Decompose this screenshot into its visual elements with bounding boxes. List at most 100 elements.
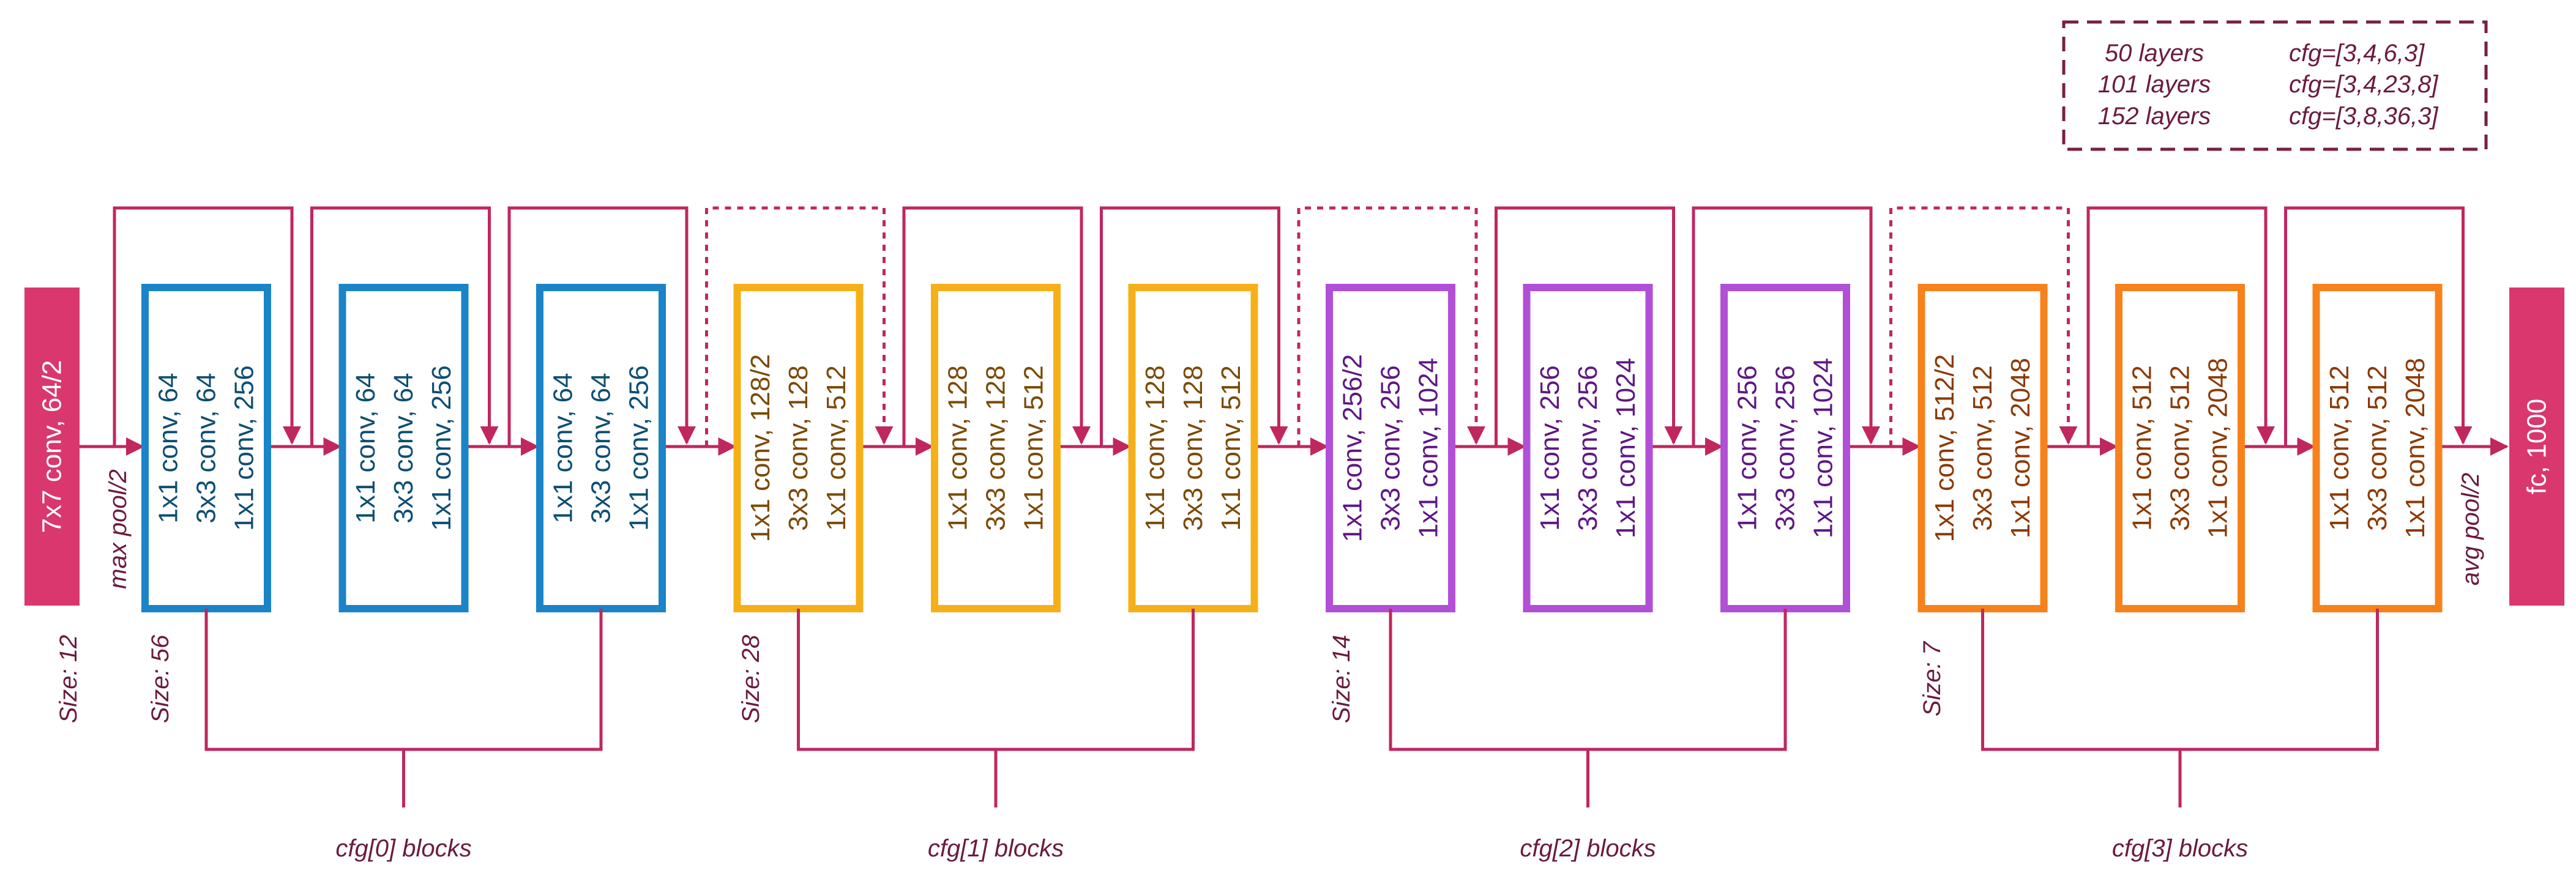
conv-layer-label: 3x3 conv, 512 <box>2165 365 2195 531</box>
conv-layer-label: 1x1 conv, 512/2 <box>1930 354 1960 542</box>
block-group-1: 1x1 conv, 128/2 3x3 conv, 128 1x1 conv, 51… <box>733 284 1258 612</box>
avg-pool-label: avg pool/2 <box>2457 473 2484 586</box>
skip-connection-7 <box>1495 206 1683 447</box>
conv-layer-label: 1x1 conv, 512 <box>1019 365 1049 531</box>
conv-block-border <box>2312 284 2443 612</box>
conv-block-border <box>1326 284 1455 612</box>
block-group-2: 1x1 conv, 256/2 3x3 conv, 256 1x1 conv, 10… <box>1326 284 1850 612</box>
conv-block-1-2: 1x1 conv, 128 3x3 conv, 128 1x1 conv, 512 <box>1128 284 1258 612</box>
conv-block-border <box>1720 284 1850 612</box>
group-braces: cfg[0] blocks cfg[1] blocks cfg[2] blocks c… <box>204 609 2379 862</box>
conv-block-border <box>931 284 1061 612</box>
conv-layer-label: 1x1 conv, 2048 <box>2006 358 2036 538</box>
input-conv-label: 7x7 conv, 64/2 <box>37 360 67 533</box>
skip-connection-0 <box>113 206 301 447</box>
conv-block-border <box>2115 284 2245 612</box>
conv-layer-label: 3x3 conv, 512 <box>1968 365 1998 531</box>
conv-layer-label: 1x1 conv, 2048 <box>2203 358 2233 538</box>
conv-block-0-0: 1x1 conv, 64 3x3 conv, 64 1x1 conv, 256 <box>141 284 271 612</box>
input-conv-rect <box>24 288 80 606</box>
legend: 50 layers cfg=[3,4,6,3] 101 layers cfg=[… <box>2062 20 2488 151</box>
brace-line <box>1981 609 2379 807</box>
legend-row-0-layers: 50 layers <box>2105 40 2204 67</box>
conv-block-2-0: 1x1 conv, 256/2 3x3 conv, 256 1x1 conv, 10… <box>1326 284 1455 612</box>
skip-connection-5 <box>1100 206 1288 447</box>
conv-layer-label: 1x1 conv, 512 <box>821 365 851 531</box>
conv-block-3-2: 1x1 conv, 512 3x3 conv, 512 1x1 conv, 2048 <box>2312 284 2443 612</box>
legend-row-2-layers: 152 layers <box>2098 103 2211 130</box>
group-caption-0: cfg[0] blocks <box>335 835 471 862</box>
conv-layer-label: 1x1 conv, 64 <box>154 373 184 523</box>
group-caption-1: cfg[1] blocks <box>928 835 1064 862</box>
group-caption-2: cfg[2] blocks <box>1520 835 1656 862</box>
conv-layer-label: 3x3 conv, 64 <box>192 373 222 523</box>
conv-block-border <box>1128 284 1258 612</box>
input-conv-box: 7x7 conv, 64/2 <box>24 288 80 606</box>
group-caption-3: cfg[3] blocks <box>2112 835 2248 862</box>
conv-layer-label: 3x3 conv, 128 <box>981 365 1011 531</box>
conv-layer-label: 1x1 conv, 128/2 <box>745 354 775 542</box>
conv-layer-label: 1x1 conv, 256 <box>624 365 654 531</box>
conv-layer-label: 3x3 conv, 256 <box>1771 365 1801 531</box>
connector-lines <box>80 206 2509 456</box>
conv-block-border <box>338 284 469 612</box>
conv-block-border <box>1523 284 1653 612</box>
size-label-group3: Size: 7 <box>1919 640 1946 716</box>
conv-block-0-2: 1x1 conv, 64 3x3 conv, 64 1x1 conv, 256 <box>536 284 666 612</box>
legend-row-0-cfg: cfg=[3,4,6,3] <box>2289 40 2425 67</box>
conv-layer-label: 3x3 conv, 128 <box>783 365 813 531</box>
size-label-group2: Size: 14 <box>1328 635 1355 724</box>
group-brace-2: cfg[2] blocks <box>1389 609 1787 862</box>
conv-layer-label: 1x1 conv, 512 <box>1216 365 1246 531</box>
conv-block-border <box>733 284 864 612</box>
conv-layer-label: 3x3 conv, 128 <box>1178 365 1208 531</box>
conv-layer-label: 1x1 conv, 1024 <box>1809 358 1839 538</box>
conv-block-border <box>141 284 271 612</box>
brace-line <box>204 609 603 807</box>
legend-row-1-cfg: cfg=[3,4,23,8] <box>2289 71 2438 98</box>
conv-layer-label: 1x1 conv, 2048 <box>2400 358 2430 538</box>
conv-layer-label: 1x1 conv, 512 <box>2127 365 2157 531</box>
conv-layer-label: 3x3 conv, 512 <box>2362 365 2392 531</box>
skip-connection-11 <box>2284 206 2473 447</box>
brace-line <box>797 609 1195 807</box>
conv-block-border <box>1917 284 2048 612</box>
skip-connection-8 <box>1692 206 1880 447</box>
output-fc-label: fc, 1000 <box>2522 399 2552 495</box>
size-label-group0: Size: 56 <box>147 634 174 723</box>
conv-layer-label: 1x1 conv, 1024 <box>1414 358 1444 538</box>
group-brace-3: cfg[3] blocks <box>1981 609 2379 862</box>
conv-layer-label: 1x1 conv, 128 <box>943 365 973 531</box>
conv-layer-label: 1x1 conv, 128 <box>1140 365 1170 531</box>
skip-connection-1 <box>310 206 499 447</box>
conv-layer-label: 3x3 conv, 64 <box>389 373 419 523</box>
conv-layer-label: 1x1 conv, 512 <box>2324 365 2354 531</box>
conv-block-1-1: 1x1 conv, 128 3x3 conv, 128 1x1 conv, 512 <box>931 284 1061 612</box>
legend-row-2-cfg: cfg=[3,8,36,3] <box>2289 103 2438 130</box>
brace-line <box>1389 609 1787 807</box>
skip-connection-10 <box>2086 206 2275 447</box>
conv-layer-label: 1x1 conv, 64 <box>351 373 381 523</box>
block-group-3: 1x1 conv, 512/2 3x3 conv, 512 1x1 conv, 20… <box>1917 284 2443 612</box>
group-brace-1: cfg[1] blocks <box>797 609 1195 862</box>
conv-layer-label: 3x3 conv, 256 <box>1376 365 1406 531</box>
conv-layer-label: 1x1 conv, 64 <box>548 373 578 523</box>
conv-layer-label: 1x1 conv, 256/2 <box>1338 354 1368 542</box>
skip-connection-4 <box>902 206 1091 447</box>
conv-block-1-0: 1x1 conv, 128/2 3x3 conv, 128 1x1 conv, 51… <box>733 284 864 612</box>
conv-layer-label: 3x3 conv, 64 <box>586 373 616 523</box>
conv-layer-label: 1x1 conv, 256 <box>230 365 259 531</box>
conv-block-3-1: 1x1 conv, 512 3x3 conv, 512 1x1 conv, 2048 <box>2115 284 2245 612</box>
conv-block-2-2: 1x1 conv, 256 3x3 conv, 256 1x1 conv, 1024 <box>1720 284 1850 612</box>
max-pool-label: max pool/2 <box>105 469 132 589</box>
conv-layer-label: 1x1 conv, 1024 <box>1611 358 1641 538</box>
conv-layer-label: 1x1 conv, 256 <box>1733 365 1763 531</box>
conv-layer-label: 3x3 conv, 256 <box>1573 365 1603 531</box>
legend-border <box>2062 20 2488 151</box>
group-brace-0: cfg[0] blocks <box>204 609 603 862</box>
